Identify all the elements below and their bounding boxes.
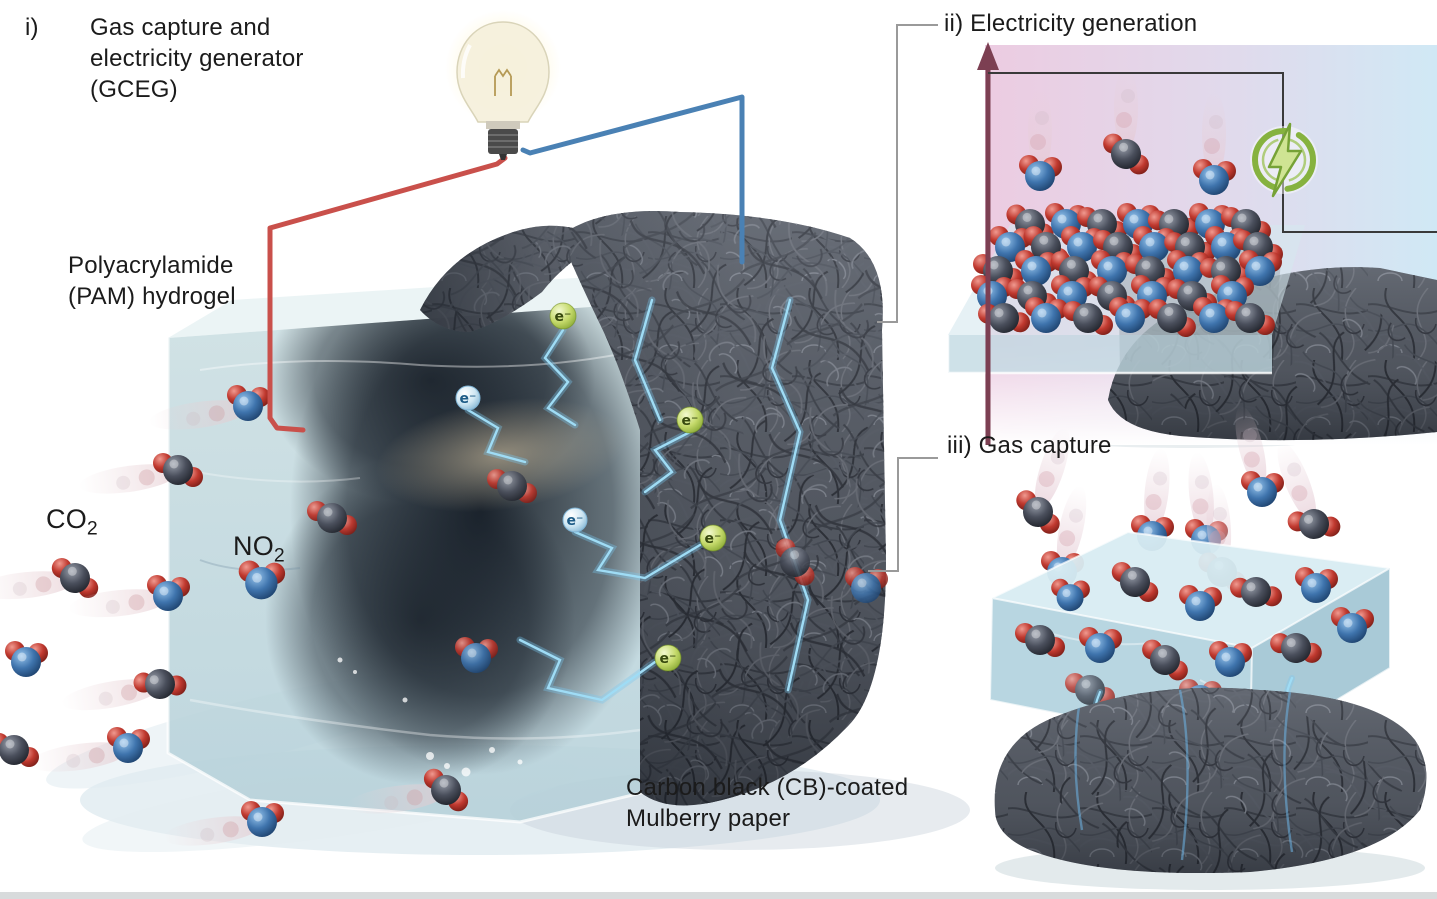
hydrogel-label-line1: Polyacrylamide [68,252,234,279]
panel-ii-art [946,42,1437,445]
svg-text:e⁻: e⁻ [555,309,572,325]
no2-label: NO2 [233,531,285,567]
electron-badge: e⁻ [562,507,588,533]
circuit [267,10,745,433]
hydrogel-label-line2: (PAM) hydrogel [68,283,236,310]
panel-i-title-line3: (GCEG) [90,76,178,103]
electron-badge: e⁻ [654,644,682,672]
paper-label-line2: Mulberry paper [626,805,791,832]
panel-i-title: Gas capture and electricity generator (G… [90,12,370,105]
panel-ii-title: ii) Electricity generation [944,10,1198,37]
carbon-mat-iii [994,687,1427,874]
light-bulb-icon [445,10,561,160]
electron-badge: e⁻ [455,385,481,411]
hydrogel-label: Polyacrylamide (PAM) hydrogel [68,250,308,312]
electron-badge: e⁻ [699,524,727,552]
electrons: e⁻ e⁻ e⁻ e⁻ e⁻ e⁻ [455,302,727,672]
svg-text:e⁻: e⁻ [682,413,699,429]
paper-label: Carbon black (CB)-coated Mulberry paper [626,772,946,834]
hydrogel-interior [184,303,645,785]
connector-to-panel-iii [868,457,938,572]
spark-filaments [464,296,812,704]
electricity-icon [1250,122,1318,198]
svg-text:e⁻: e⁻ [460,391,477,407]
electron-badge: e⁻ [549,302,577,330]
bottom-border-strip [0,892,1437,899]
co2-label: CO2 [46,504,98,540]
svg-text:e⁻: e⁻ [660,651,677,667]
svg-text:e⁻: e⁻ [567,513,584,529]
panel-connectors [868,24,938,572]
electron-badge: e⁻ [676,406,704,434]
connector-to-panel-ii [877,24,938,323]
wire-positive [267,155,508,433]
adsorbed-molecules-ii [971,202,1283,340]
panel-i-title-line1: Gas capture and [90,14,271,41]
svg-text:e⁻: e⁻ [705,531,722,547]
panel-iii-title: iii) Gas capture [947,432,1112,459]
wire-negative [520,94,745,265]
panel-iii-art [988,403,1427,874]
voltage-arrow [977,42,999,445]
gel-slab-front-ii [948,335,1272,373]
paper-label-line1: Carbon black (CB)-coated [626,774,909,801]
panel-i-index: i) [25,14,39,41]
panel-i-title-line2: electricity generator [90,45,304,72]
